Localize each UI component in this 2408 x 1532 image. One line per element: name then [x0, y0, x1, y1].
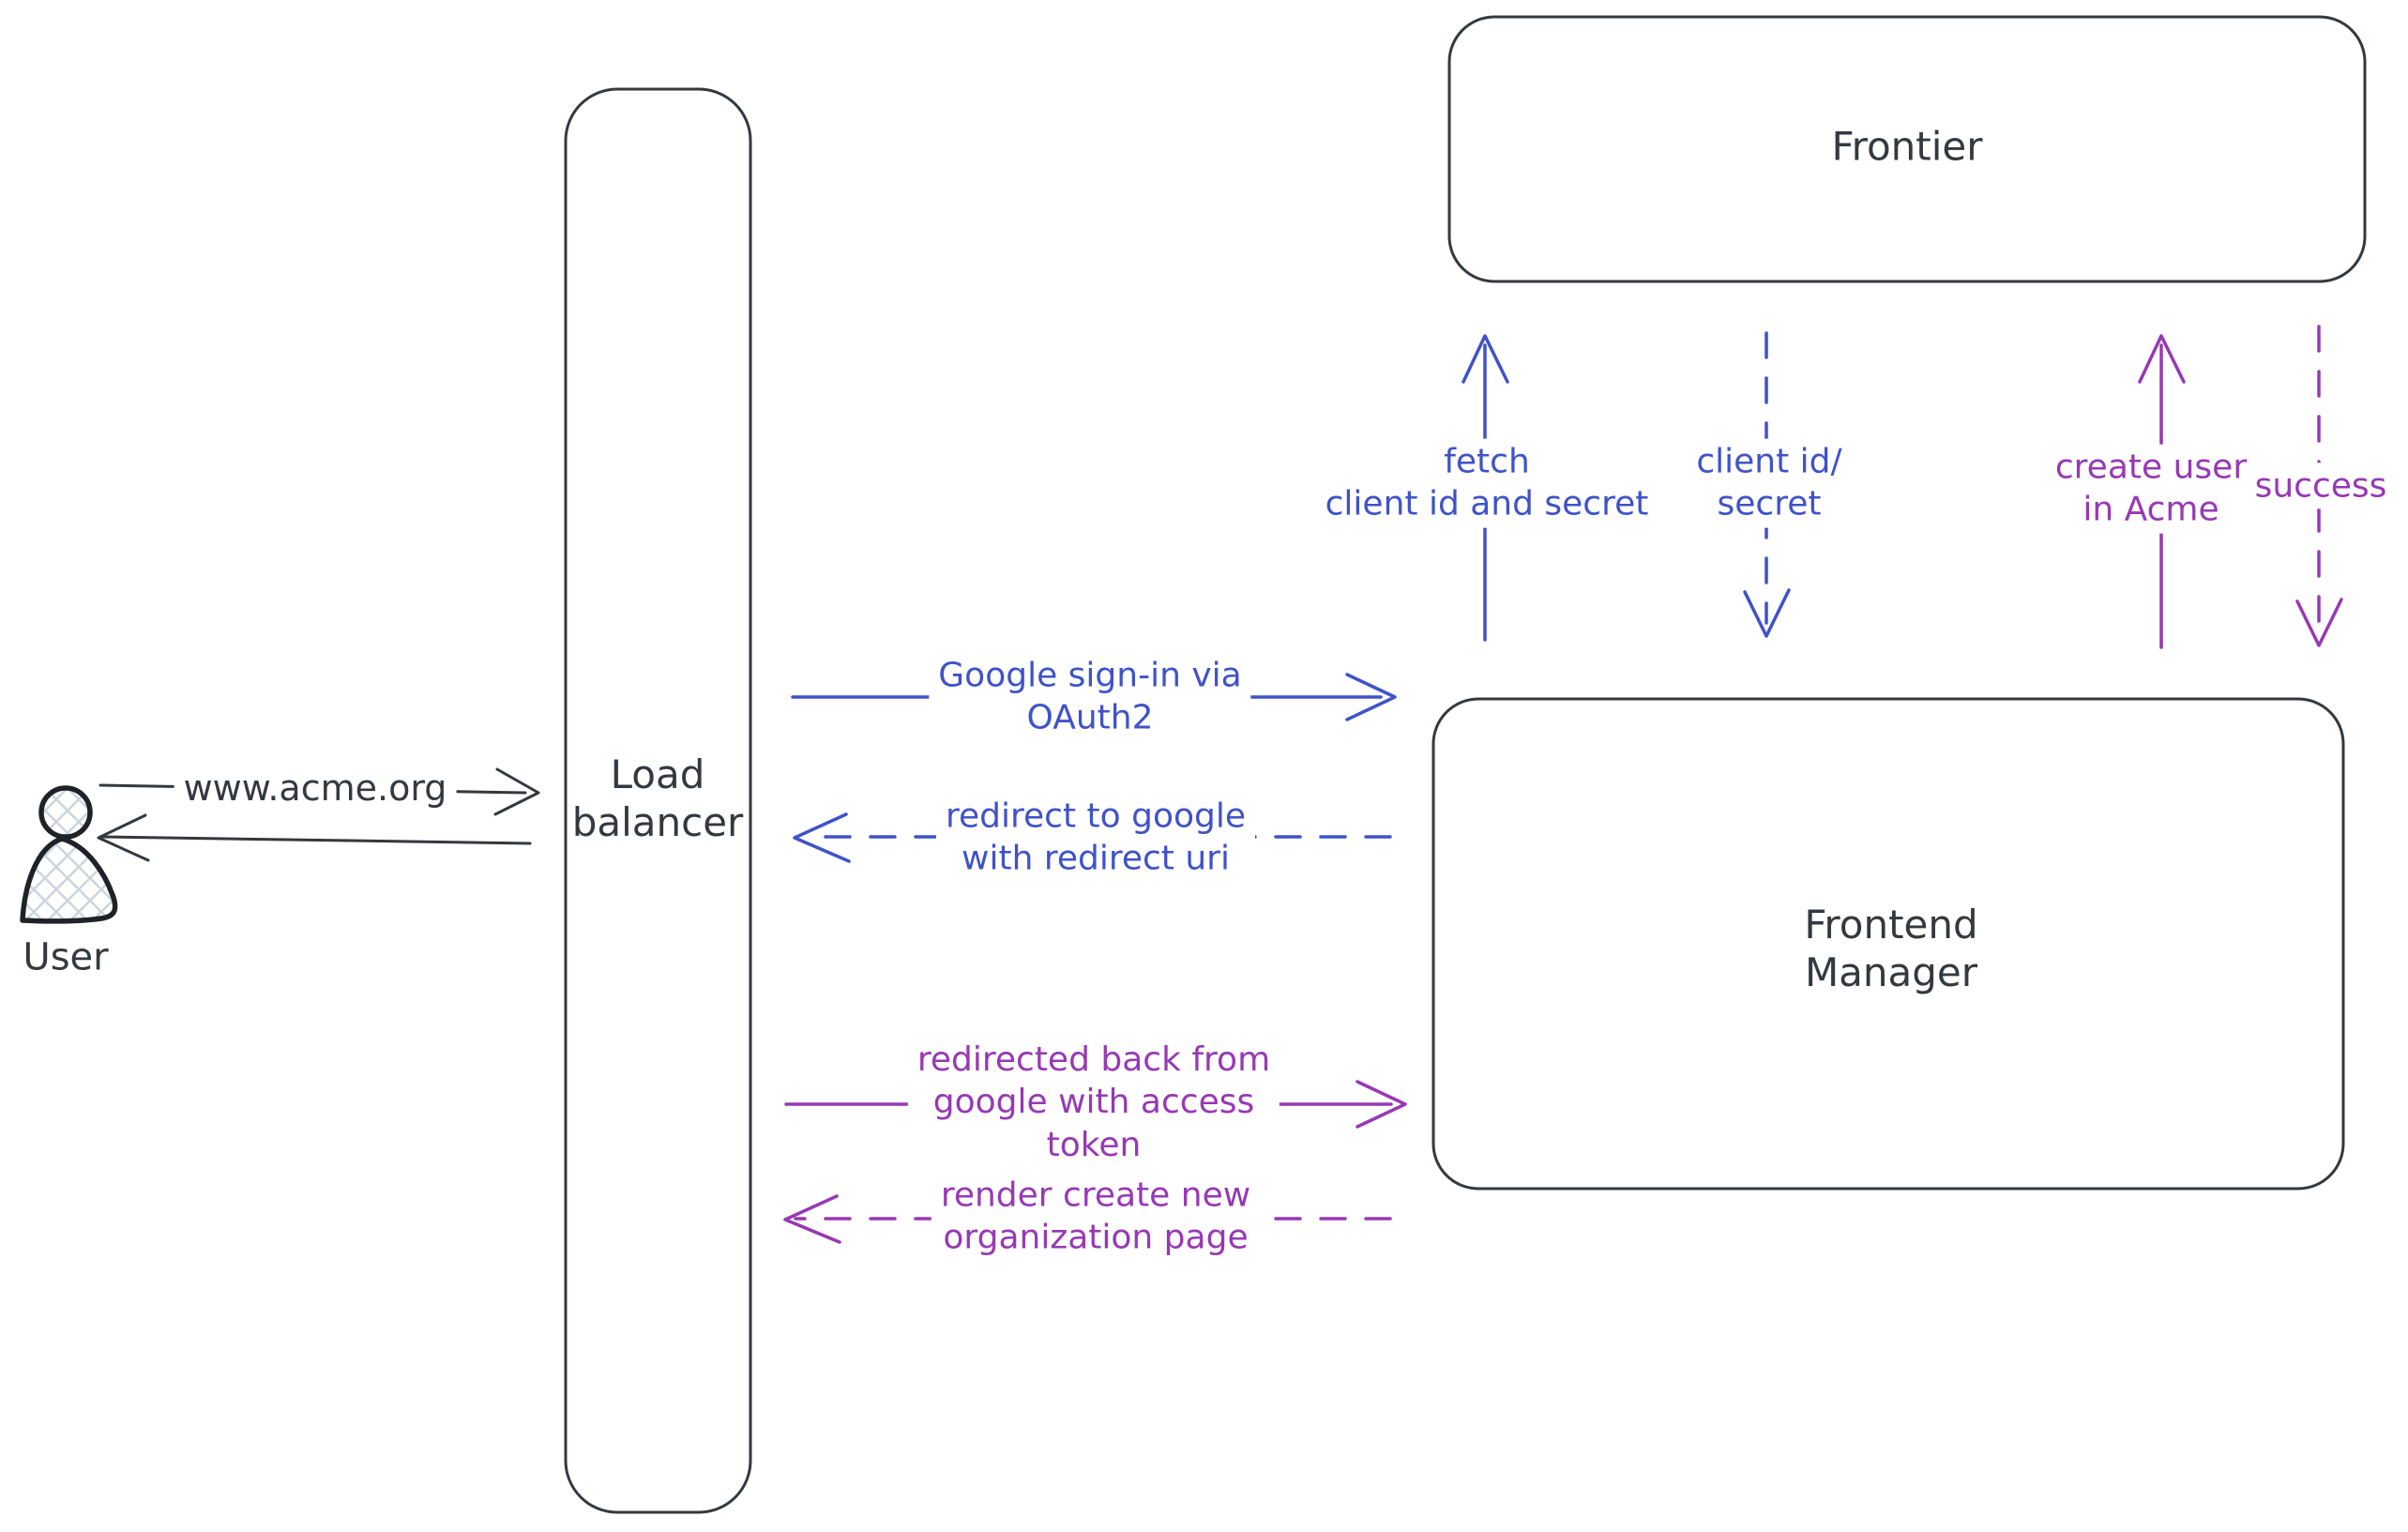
message-render-org-page: render create new organization page — [931, 1172, 1261, 1262]
message-client-id-secret: client id/ secret — [1687, 438, 1852, 528]
arrow-lb-response — [97, 813, 532, 862]
message-www-acme: www.acme.org — [174, 765, 457, 813]
message-create-user: create user in Acme — [2045, 444, 2257, 534]
message-redirected-back: redirected back from google with access … — [907, 1036, 1280, 1169]
message-success: success — [2245, 463, 2397, 509]
user-label: User — [23, 935, 109, 979]
message-redirect-google: redirect to google with redirect uri — [935, 793, 1256, 883]
load-balancer-box — [564, 87, 752, 1514]
user-icon — [20, 785, 118, 924]
frontier-label: Frontier — [1831, 123, 1983, 170]
frontend-manager-label: Frontend Manager — [1804, 901, 1978, 995]
frontend-manager-box — [1431, 697, 2345, 1191]
message-fetch-secret: fetch client id and secret — [1315, 438, 1658, 528]
message-google-signin: Google sign-in via OAuth2 — [929, 652, 1251, 742]
load-balancer-label: Load balancer — [571, 751, 744, 845]
arrow-render-org-page — [783, 1194, 1392, 1244]
frontier-box — [1447, 15, 2367, 283]
